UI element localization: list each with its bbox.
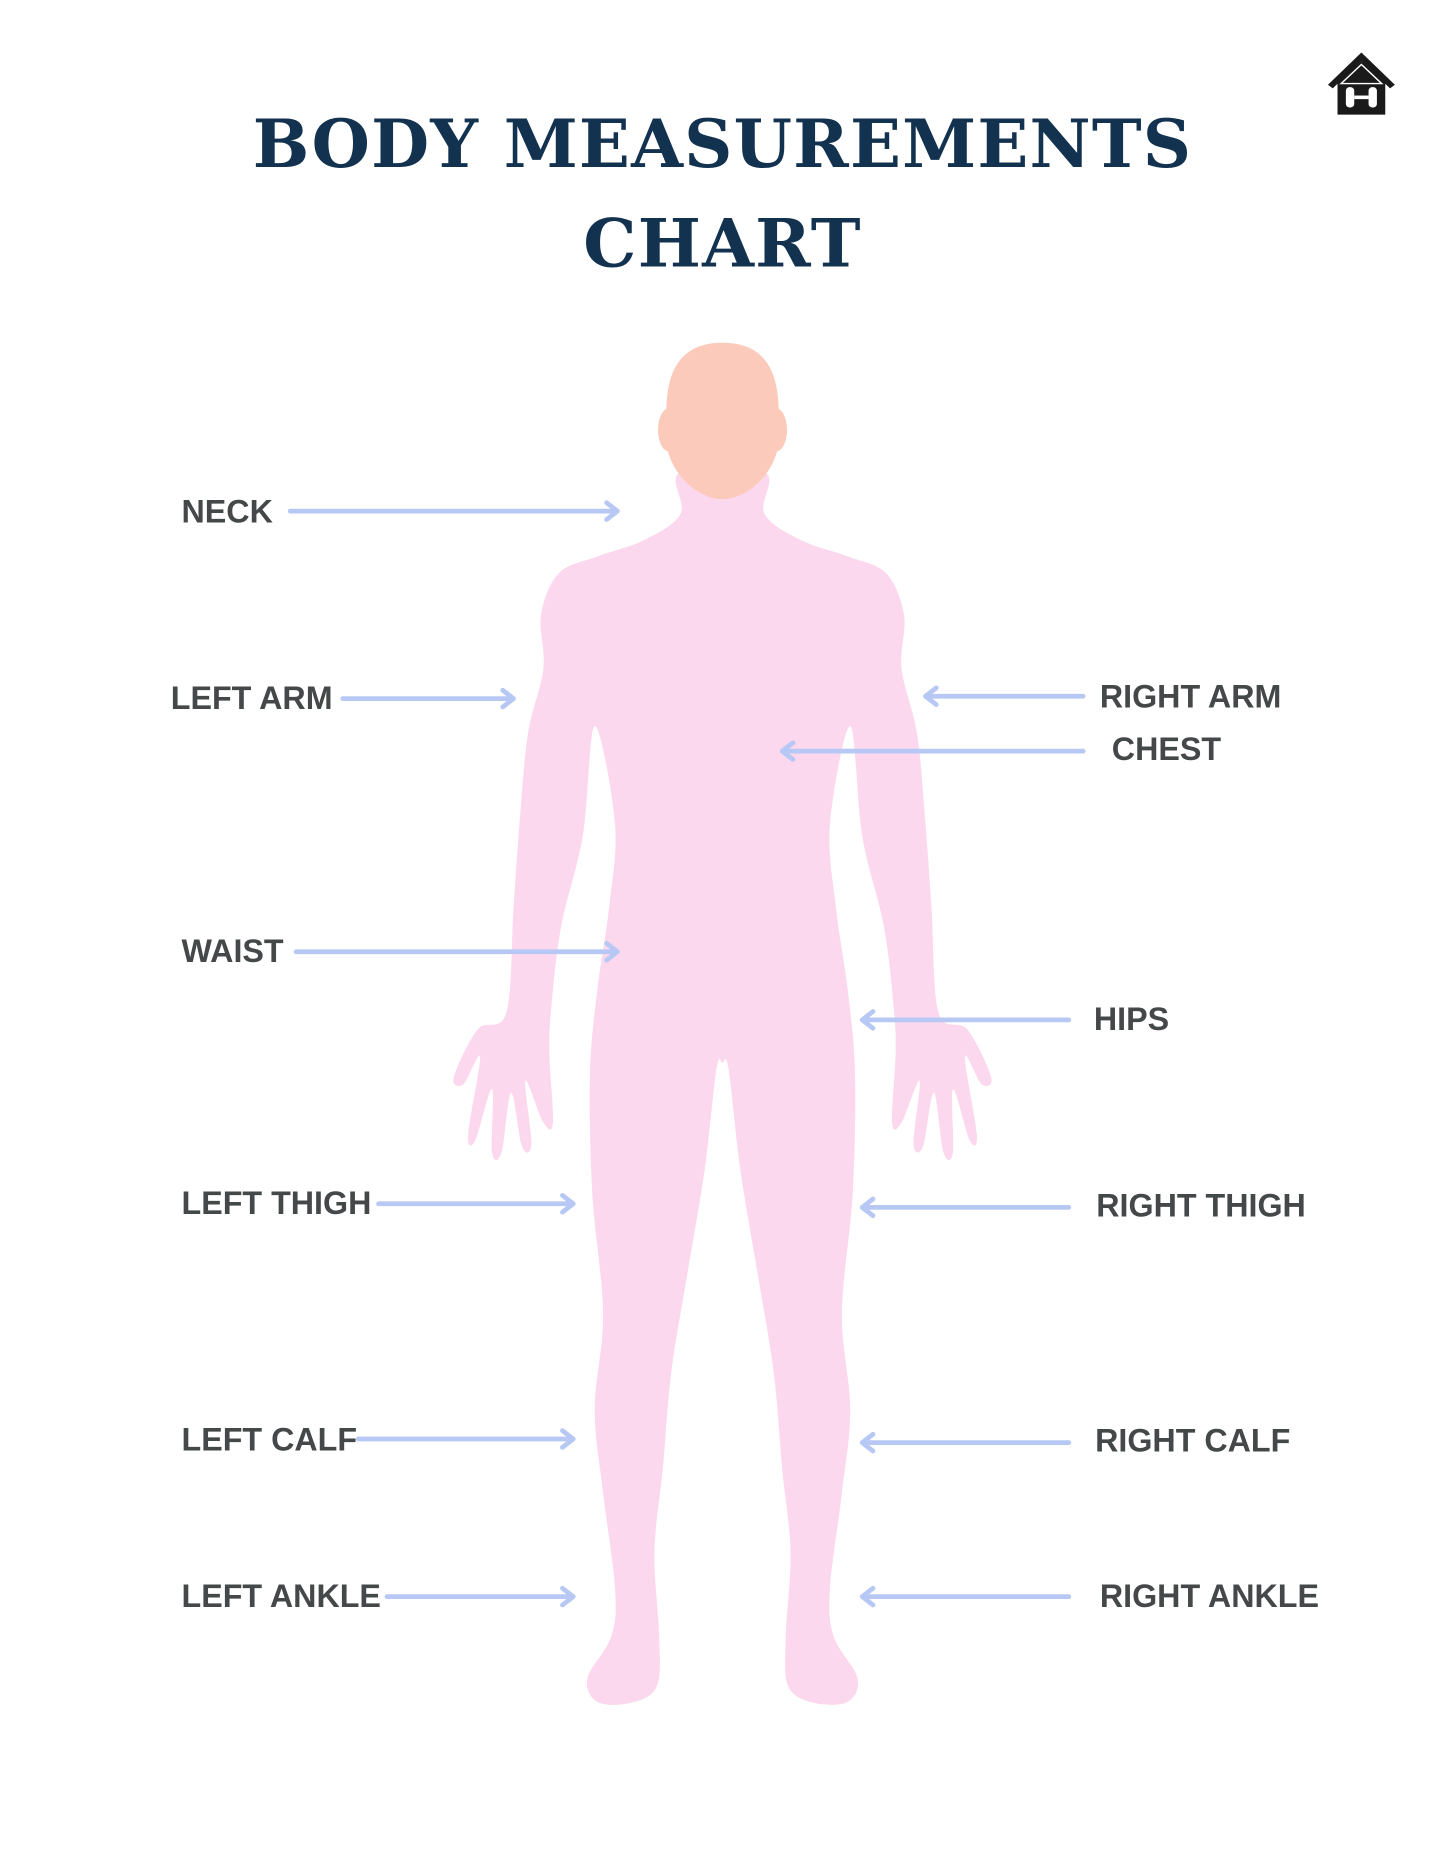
arrows (287, 500, 1086, 1608)
arrow-left-thigh (376, 1193, 576, 1215)
title-line-1: BODY MEASUREMENTS (252, 105, 1193, 184)
label-right-calf: RIGHT CALF (1095, 1422, 1291, 1459)
arrow-left-ankle (384, 1585, 576, 1608)
logo-icon (1327, 52, 1395, 115)
label-chest: CHEST (1111, 731, 1222, 768)
label-left-ankle: LEFT ANKLE (181, 1578, 381, 1614)
label-hips: HIPS (1093, 1001, 1170, 1038)
label-right-arm: RIGHT ARM (1099, 678, 1282, 715)
label-waist: WAIST (181, 933, 284, 970)
arrow-left-arm (340, 687, 516, 710)
label-right-thigh: RIGHT THIGH (1096, 1187, 1306, 1224)
arrow-right-ankle (859, 1585, 1072, 1608)
arrow-waist (293, 941, 620, 963)
label-left-thigh: LEFT THIGH (181, 1185, 372, 1222)
body-silhouette (453, 466, 992, 1705)
arrow-chest (779, 740, 1086, 762)
label-right-ankle: RIGHT ANKLE (1099, 1578, 1319, 1614)
label-neck: NECK (181, 493, 273, 530)
label-left-calf: LEFT CALF (181, 1421, 358, 1458)
arrow-right-thigh (859, 1196, 1072, 1219)
head (666, 342, 779, 500)
arrow-hips (859, 1009, 1072, 1031)
title-line-2: CHART (583, 204, 862, 284)
arrow-left-calf (355, 1428, 576, 1450)
arrow-right-arm (923, 685, 1086, 707)
arrow-right-calf (859, 1431, 1072, 1454)
arrow-neck (287, 500, 620, 522)
label-left-arm: LEFT ARM (170, 680, 333, 716)
